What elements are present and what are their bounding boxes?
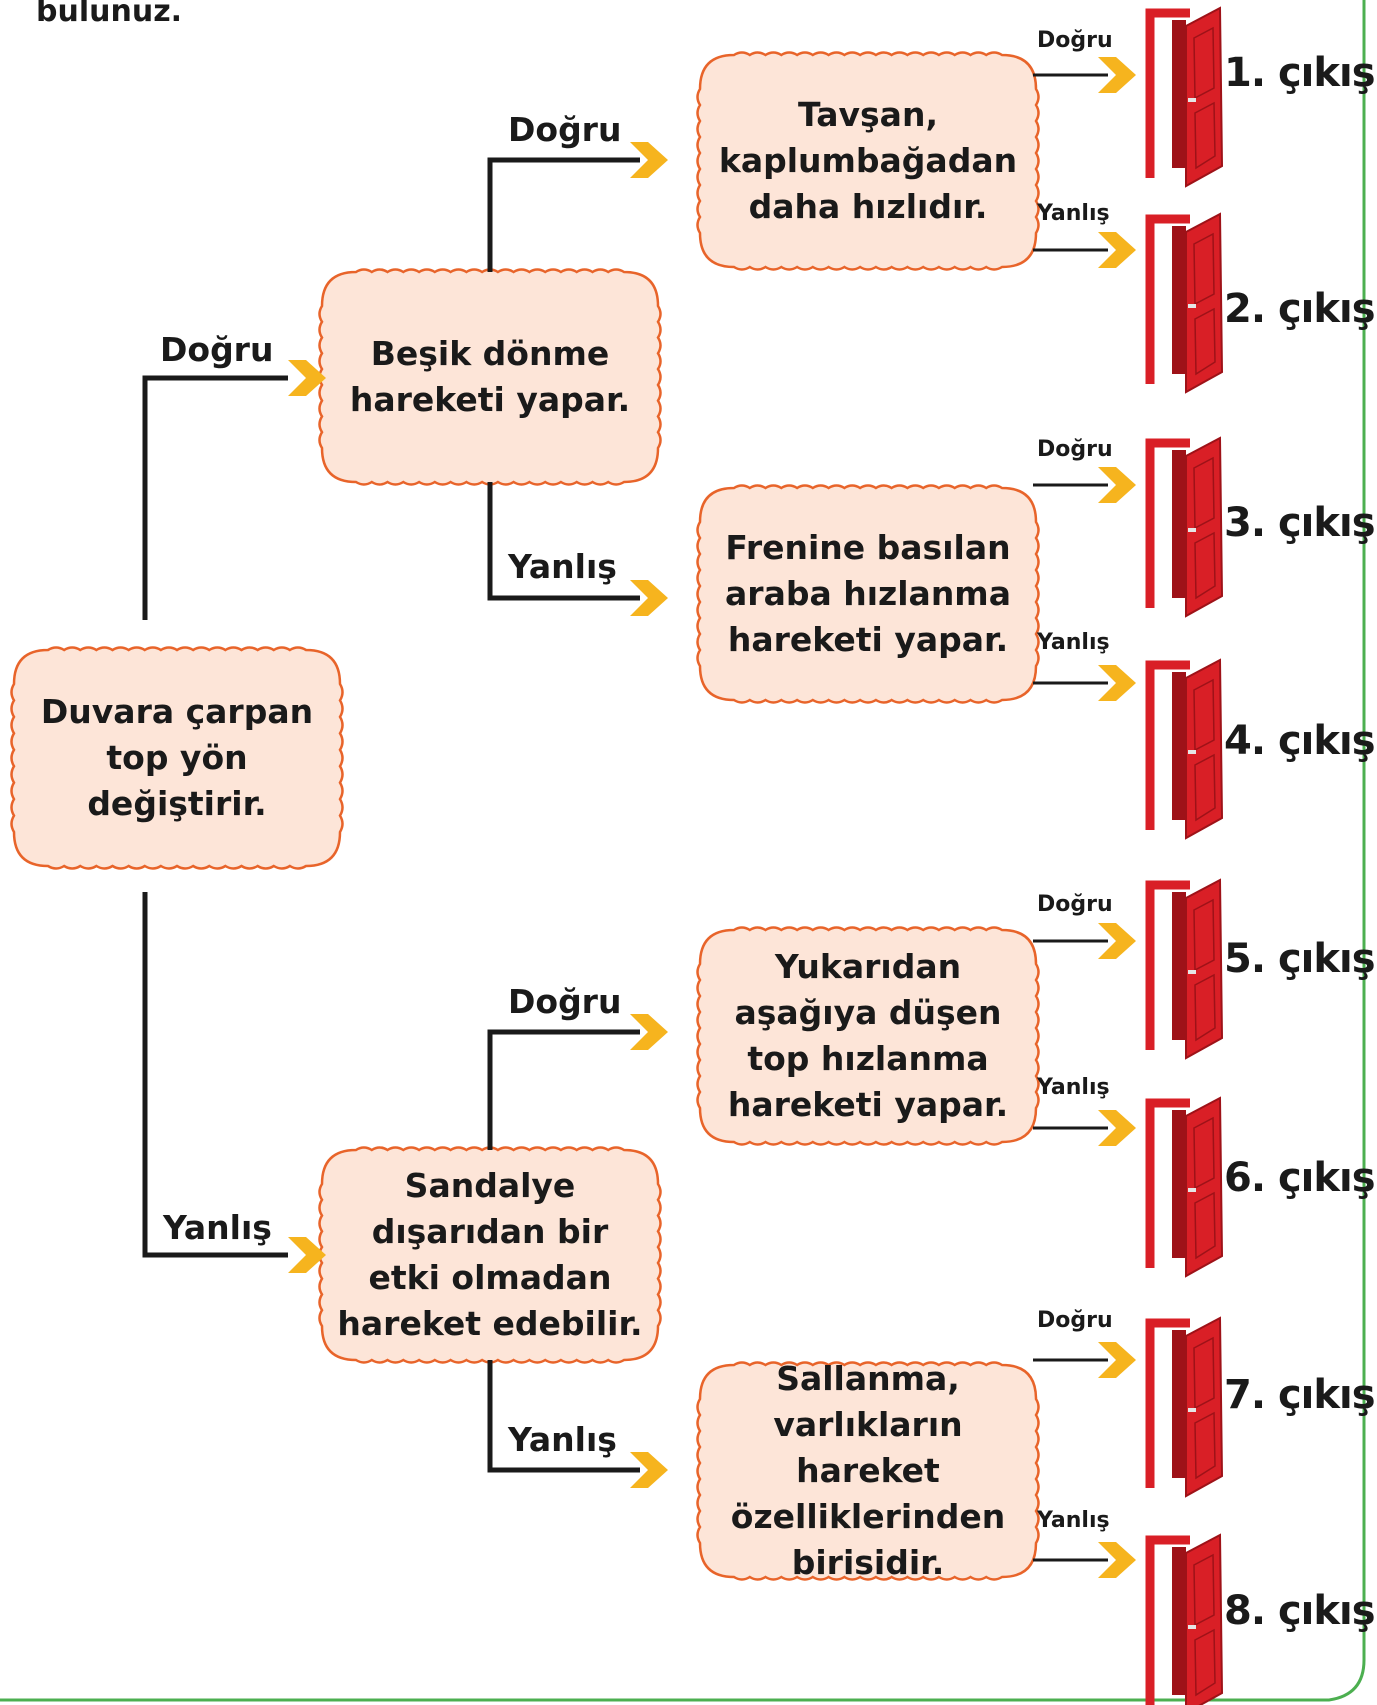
level1-node-bottom: Sandalye dışarıdan bir etki olmadan hare…	[322, 1150, 658, 1360]
connector-lines	[142, 157, 640, 1473]
branch-label-true: Doğru	[160, 330, 274, 369]
connector-l1a-true	[487, 157, 640, 272]
branch-label-false: Yanlış	[508, 1420, 617, 1459]
root-node-text: Duvara çarpan top yön değiştirir.	[40, 692, 314, 823]
exit-4-label: 4. çıkış	[1224, 718, 1375, 764]
door-icon	[1145, 212, 1224, 394]
chevron-right-icon	[1098, 1110, 1136, 1146]
level1-node-top: Beşik dönme hareketi yapar.	[322, 272, 658, 482]
exit-label-false: Yanlış	[1037, 630, 1110, 655]
decision-box-shape	[696, 484, 1040, 704]
level2-node-2-text: Frenine basılan araba hızlanma hareketi …	[725, 528, 1011, 659]
door-icon	[1145, 436, 1224, 618]
chevron-right-icon	[630, 1452, 668, 1488]
connector-root-false	[142, 892, 288, 1258]
exit-2-label: 2. çıkış	[1224, 286, 1375, 332]
chevron-right-icon	[630, 1014, 668, 1050]
chevron-right-icon	[1098, 1542, 1136, 1578]
exit-label-true: Doğru	[1037, 892, 1113, 917]
branch-label-false: Yanlış	[163, 1208, 272, 1247]
exit-6-label: 6. çıkış	[1224, 1155, 1375, 1201]
door-icon	[1145, 1316, 1224, 1498]
connector-l1b-true	[487, 1029, 640, 1150]
root-node: Duvara çarpan top yön değiştirir.	[14, 650, 340, 866]
exit-8-label: 8. çıkış	[1224, 1588, 1375, 1634]
door-icon	[1145, 878, 1224, 1060]
exit-label-true: Doğru	[1037, 437, 1113, 462]
connector-l1b-false	[487, 1360, 640, 1473]
level2-node-1: Tavşan, kaplumbağadan daha hızlıdır.	[700, 55, 1036, 267]
chevron-right-icon	[1098, 57, 1136, 93]
branch-label-true: Doğru	[508, 110, 622, 149]
decision-box-shape	[696, 51, 1040, 271]
exit-lines	[1033, 73, 1108, 1562]
chevron-right-icon	[288, 1237, 326, 1273]
level1-node-top-text: Beşik dönme hareketi yapar.	[349, 334, 631, 419]
chevron-right-icon	[1098, 923, 1136, 959]
level1-node-bottom-text: Sandalye dışarıdan bir etki olmadan hare…	[337, 1166, 643, 1343]
door-icon	[1145, 1533, 1224, 1705]
arrow-heads	[288, 57, 1136, 1578]
door-icon	[1145, 6, 1224, 188]
connector-root-true	[142, 375, 288, 620]
level2-node-1-text: Tavşan, kaplumbağadan daha hızlıdır.	[718, 95, 1018, 226]
chevron-right-icon	[1098, 232, 1136, 268]
door-layer	[1145, 6, 1224, 1705]
chevron-right-icon	[630, 580, 668, 616]
decision-box-shape	[696, 1361, 1040, 1581]
chevron-right-icon	[1098, 467, 1136, 503]
exit-label-true: Doğru	[1037, 28, 1113, 53]
exit-label-false: Yanlış	[1037, 201, 1110, 226]
intro-text: bulunuz.	[36, 0, 183, 29]
decision-box-shape	[10, 646, 344, 870]
exit-3-label: 3. çıkış	[1224, 500, 1375, 546]
door-icon	[1145, 1096, 1224, 1278]
box-layer	[10, 51, 1040, 1581]
chevron-right-icon	[1098, 665, 1136, 701]
level2-node-4-text: Sallanma, varlıkların hareket özellikler…	[730, 1359, 1006, 1582]
level2-node-4: Sallanma, varlıkların hareket özellikler…	[700, 1359, 1036, 1582]
exit-5-label: 5. çıkış	[1224, 936, 1375, 982]
level2-node-3: Yukarıdan aşağıya düşen top hızlanma har…	[700, 930, 1036, 1142]
exit-label-false: Yanlış	[1037, 1075, 1110, 1100]
level2-node-2: Frenine basılan araba hızlanma hareketi …	[700, 488, 1036, 700]
chevron-right-icon	[1098, 1342, 1136, 1378]
chevron-right-icon	[630, 142, 668, 178]
chevron-right-icon	[288, 360, 326, 396]
branch-label-false: Yanlış	[508, 547, 617, 586]
decision-box-shape	[318, 1146, 662, 1364]
exit-label-false: Yanlış	[1037, 1508, 1110, 1533]
level2-node-3-text: Yukarıdan aşağıya düşen top hızlanma har…	[727, 947, 1009, 1124]
door-icon	[1145, 658, 1224, 840]
decision-box-shape	[696, 926, 1040, 1146]
exit-1-label: 1. çıkış	[1224, 50, 1375, 96]
decision-box-shape	[318, 268, 662, 486]
branch-label-true: Doğru	[508, 982, 622, 1021]
connector-l1a-false	[487, 482, 640, 601]
exit-label-true: Doğru	[1037, 1308, 1113, 1333]
exit-7-label: 7. çıkış	[1224, 1372, 1375, 1418]
